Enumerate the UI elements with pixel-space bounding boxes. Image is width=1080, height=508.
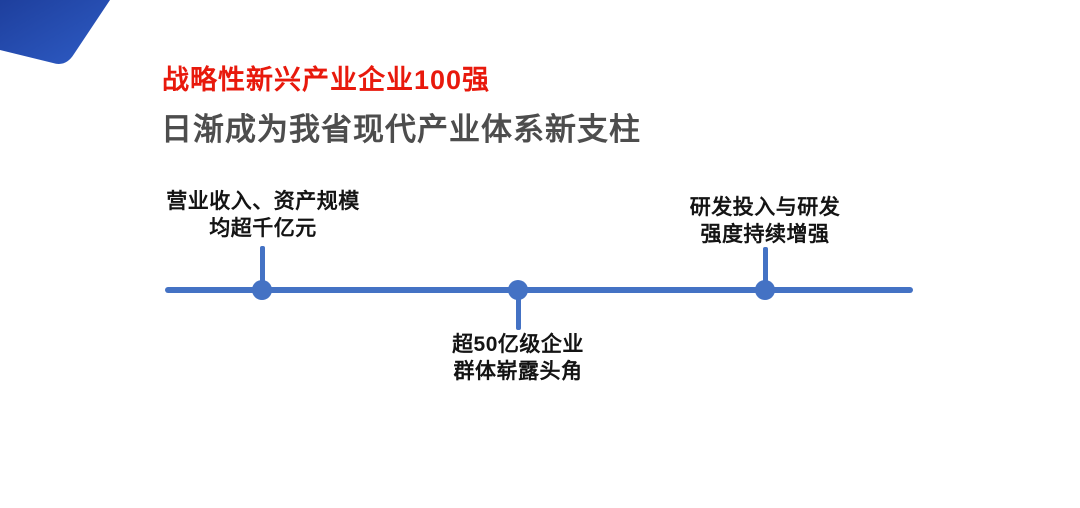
milestone-3-line1: 研发投入与研发	[689, 196, 841, 219]
timeline-axis	[165, 287, 913, 293]
milestone-3-dot	[755, 280, 775, 300]
milestone-3-label: 研发投入与研发 强度持续增强	[605, 194, 925, 248]
milestone-2-line2: 群体崭露头角	[453, 360, 583, 383]
milestone-3-line2: 强度持续增强	[700, 223, 830, 246]
milestone-2-dot	[508, 280, 528, 300]
milestone-2-label: 超50亿级企业 群体崭露头角	[358, 331, 678, 385]
milestone-2-connector	[516, 292, 521, 330]
milestone-1-line1: 营业收入、资产规模	[166, 190, 360, 213]
milestone-1-line2: 均超千亿元	[209, 217, 317, 240]
milestone-3-connector	[763, 247, 768, 290]
milestone-1-dot	[252, 280, 272, 300]
milestone-2-line1: 超50亿级企业	[452, 333, 584, 356]
corner-decoration-icon	[0, 0, 110, 64]
milestone-1-label: 营业收入、资产规模 均超千亿元	[103, 188, 423, 242]
milestone-1-connector	[260, 246, 265, 290]
slide-title: 战略性新兴产业企业100强	[162, 65, 491, 95]
slide-subtitle: 日渐成为我省现代产业体系新支柱	[161, 112, 641, 147]
